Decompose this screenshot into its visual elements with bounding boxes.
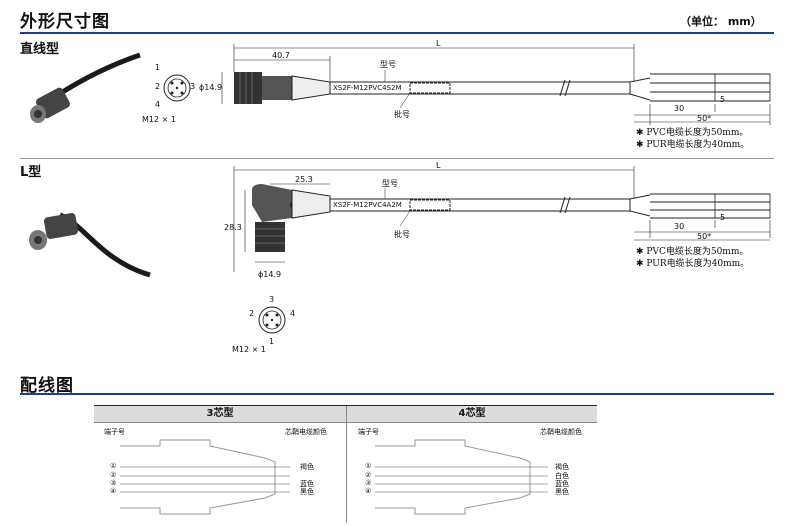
wiring-4core-color-black: 黑色: [555, 488, 569, 496]
wiring-3core-color-label: 芯鞘电缆颜色: [285, 428, 327, 436]
straight-pin-3: 3: [190, 82, 196, 91]
angled-connector-photo: [29, 212, 151, 278]
unit-label: （单位： mm）: [680, 15, 762, 28]
angled-thread: M12 × 1: [232, 345, 266, 354]
angled-pin-3: 3: [269, 295, 275, 304]
wiring-3core-color-black: 黑色: [300, 488, 314, 496]
angled-dim-50: 50*: [697, 232, 712, 241]
straight-pin-face: [163, 74, 191, 102]
straight-pin-1: 1: [155, 63, 161, 72]
straight-connector-drawing: [221, 44, 771, 125]
wiring-4core-pin-1: ①: [365, 462, 372, 470]
angled-pin-2: 2: [249, 309, 255, 318]
angled-heading: L型: [20, 165, 42, 180]
wiring-3core-pin-4: ④: [110, 487, 117, 495]
wiring-title: 配线图: [20, 376, 74, 396]
title-rule: [20, 32, 774, 34]
section-divider: [20, 158, 774, 159]
angled-model-text: XS2F-M12PVC4A2M: [333, 201, 402, 209]
angled-pin-4: 4: [290, 309, 296, 318]
straight-dim-L: L: [436, 39, 441, 48]
straight-note-pvc: ✱ PVC电缆长度为50mm。: [636, 128, 749, 138]
wiring-4core-color-label: 芯鞘电缆颜色: [540, 428, 582, 436]
angled-pin-face: [258, 306, 286, 334]
straight-heading: 直线型: [20, 42, 60, 57]
angled-connector-drawing: [233, 166, 771, 272]
wiring-table: 3芯型 4芯型: [94, 405, 597, 523]
straight-dim-length: 40.7: [272, 51, 290, 60]
wiring-3core-color-blue: 蓝色: [300, 480, 314, 488]
wiring-4core-color-brown: 褐色: [555, 463, 569, 471]
wiring-3core-pin-1: ①: [110, 462, 117, 470]
wiring-3core-color-brown: 褐色: [300, 463, 314, 471]
angled-lot-label: 批号: [394, 230, 410, 239]
straight-model-label: 型号: [380, 60, 396, 69]
angled-dim-L: L: [436, 161, 441, 170]
straight-dim-30: 30: [674, 104, 685, 113]
wiring-4core-pin-4: ④: [365, 487, 372, 495]
straight-dim-50: 50*: [697, 114, 712, 123]
wiring-4core-header: 4芯型: [347, 406, 597, 423]
straight-lot-label: 批号: [394, 110, 410, 119]
angled-dim-height: 28.3: [224, 223, 242, 232]
angled-note-pvc: ✱ PVC电缆长度为50mm。: [636, 247, 749, 257]
wiring-3core-pin-3: ③: [110, 479, 117, 487]
wiring-4core-color-white: 白色: [555, 472, 569, 480]
straight-dim-5: 5: [720, 95, 726, 104]
wiring-rule: [20, 393, 774, 395]
wiring-4core-terminal-label: 端子号: [358, 428, 379, 436]
wiring-3core-header: 3芯型: [94, 406, 346, 423]
straight-pin-2: 2: [155, 82, 161, 91]
angled-note-pur: ✱ PUR电缆长度为40mm。: [636, 259, 750, 269]
wiring-3core-terminal-label: 端子号: [104, 428, 125, 436]
straight-pin-4: 4: [155, 100, 161, 109]
wiring-4core-pin-3: ③: [365, 479, 372, 487]
wiring-column-divider: [346, 406, 347, 523]
wiring-3core-pin-2: ②: [110, 471, 117, 479]
page-title: 外形尺寸图: [20, 12, 110, 32]
wiring-4core-color-blue: 蓝色: [555, 480, 569, 488]
angled-dim-dia: ϕ14.9: [258, 270, 282, 279]
angled-pin-1: 1: [269, 337, 275, 346]
straight-thread: M12 × 1: [142, 115, 176, 124]
angled-model-label: 型号: [382, 179, 398, 188]
straight-connector-photo: [30, 52, 141, 123]
angled-dim-5: 5: [720, 213, 726, 222]
straight-model-text: XS2F-M12PVC4S2M: [333, 84, 402, 92]
wiring-3core-drawing: [120, 439, 290, 515]
wiring-4core-drawing: [375, 439, 548, 515]
straight-dim-dia: ϕ14.9: [199, 83, 223, 92]
angled-dim-length: 25.3: [295, 175, 313, 184]
straight-note-pur: ✱ PUR电缆长度为40mm。: [636, 140, 750, 150]
angled-dim-30: 30: [674, 222, 685, 231]
wiring-4core-pin-2: ②: [365, 471, 372, 479]
